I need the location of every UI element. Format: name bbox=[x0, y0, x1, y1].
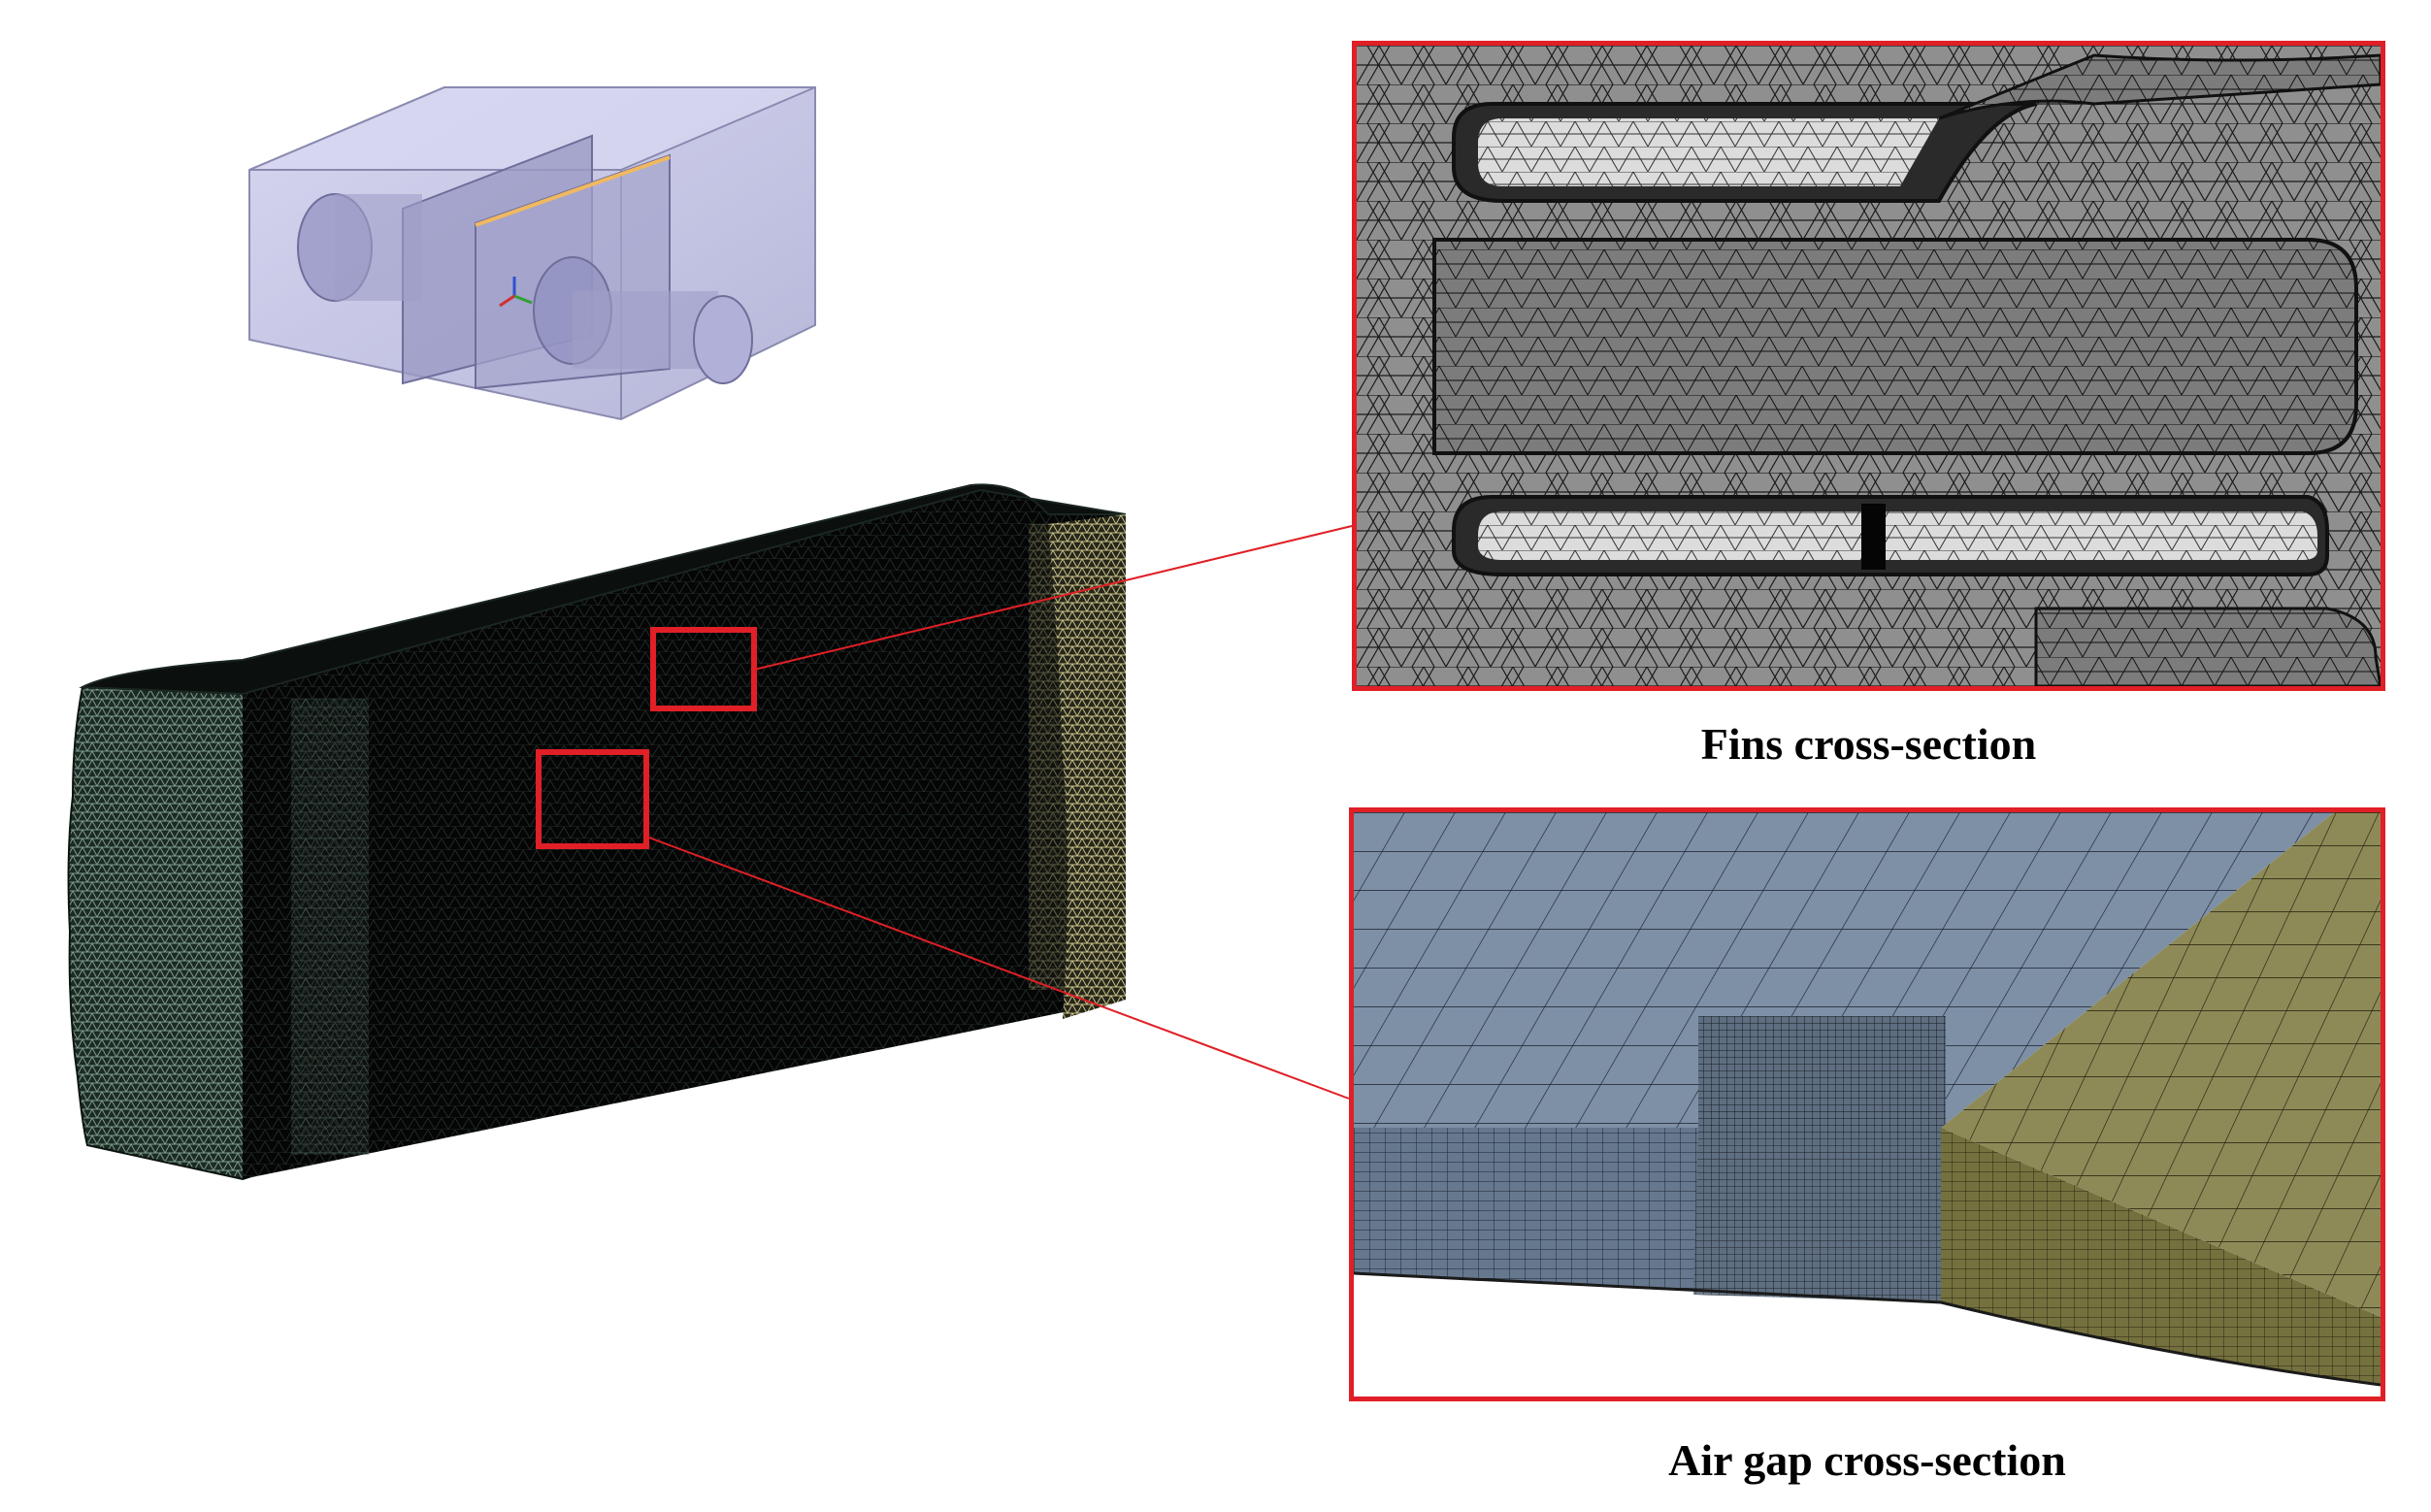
airgap-zoom-panel bbox=[1349, 807, 2385, 1401]
meshed-model bbox=[67, 483, 1127, 1181]
airgap-mesh-view bbox=[1354, 812, 2381, 1397]
cad-geometry-model bbox=[248, 86, 816, 421]
fins-caption: Fins cross-section bbox=[1700, 719, 2037, 769]
axis-triad-icon bbox=[499, 277, 533, 308]
airgap-caption: Air gap cross-section bbox=[1668, 1435, 2066, 1485]
airgap-leader-line bbox=[645, 836, 1350, 1100]
fins-leader-line bbox=[753, 525, 1353, 671]
fins-zoom-panel bbox=[1352, 41, 2385, 691]
fins-mesh-view bbox=[1357, 46, 2381, 686]
airgap-highlight-box bbox=[536, 749, 649, 849]
